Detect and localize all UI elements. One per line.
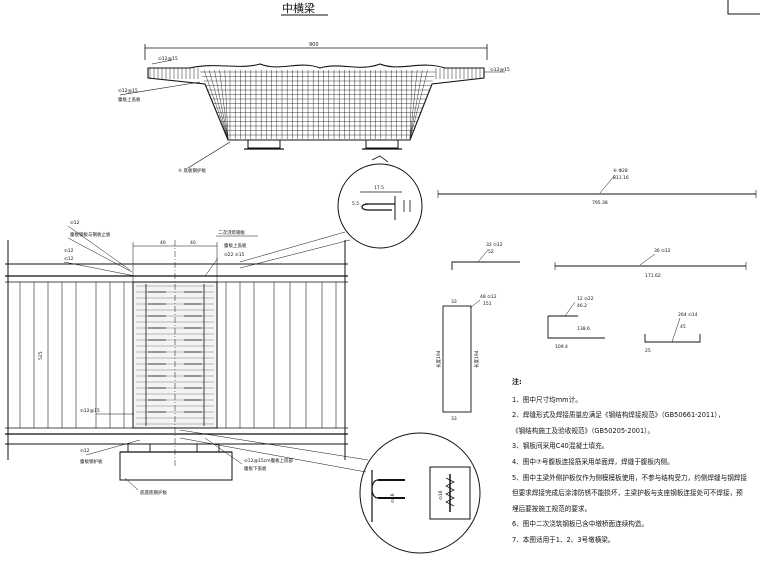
bar4-sub: 151 <box>483 301 492 307</box>
elev-bottom-left-2: 腹板钢护板 <box>80 458 103 465</box>
elev-label-2: 腹板钢板与钢板止板 <box>70 231 111 238</box>
elev-label-4: ⊙12 <box>64 256 74 262</box>
detail-top-dim-a: 17.5 <box>374 185 384 191</box>
pier-cap <box>119 451 233 481</box>
top-section-view: 900 ⊙12@15 ⊙12@15 ⊙12@15 腹板上盖板 ⑤ 底板钢护板 <box>118 42 510 174</box>
rebar-long-bar: ⑥ Φ28 811.16 795.38 <box>437 168 757 206</box>
callout-left-mid: ⊙12@15 <box>118 88 138 94</box>
cross-section-outline <box>147 63 485 141</box>
bar5-dim: 109.4 <box>555 344 568 350</box>
note-item: 1、图中尺寸均mm计。 <box>512 395 582 404</box>
detail-top-dim-b: 5.5 <box>352 201 359 207</box>
bar6-dim: 25 <box>645 348 651 354</box>
web-rebar-vertical <box>409 69 428 140</box>
bar5-label: 12 ⊙22 <box>577 296 594 302</box>
rebar-bar-6: 264 ⊙14 45 25 <box>644 312 701 354</box>
bearing-pad-right <box>365 139 399 149</box>
elev-left-mid: ⊙12@15 <box>80 408 100 414</box>
bar2-sub: 52 <box>488 249 494 255</box>
elev-bottom-label: 底座底钢护板 <box>140 489 167 496</box>
rebar-bar-4: 48 ⊙12 151 33 33 长度194 长度194 <box>435 294 497 422</box>
bar3-sub: 171.62 <box>645 273 661 279</box>
detail-circle-bottom: ⊙16 ⊙16 <box>179 429 481 554</box>
web-rebar-vertical <box>208 69 229 140</box>
bar6-label: 264 ⊙14 <box>678 312 698 318</box>
detail-bottom-dim: ⊙16 <box>390 493 396 503</box>
web-rebar-vertical <box>224 69 229 140</box>
note-item: 埋后要按施工规范的要求。 <box>512 504 592 513</box>
callout-right-top: ⊙12@15 <box>490 67 510 73</box>
bar-long-length: 795.38 <box>592 200 608 206</box>
note-item: 3、钢板间采用C40混凝土填充。 <box>512 442 609 451</box>
rebar-bar-3: 36 ⊙12 171.62 <box>554 248 747 279</box>
detail-circle-top: 17.5 5.5 <box>239 155 423 269</box>
note-item: 5、图中主梁外侧护板仅作为侧模模板使用，不参与结构受力，约侧焊缝与钢焊接 <box>512 473 747 482</box>
note-item: 2、焊缝形式及焊接质量应满足《钢结构焊接规范》（GB50661-2011）， <box>512 411 725 420</box>
callout-left-label: 腹板上盖板 <box>118 96 141 103</box>
bar4-label: 48 ⊙12 <box>480 294 497 300</box>
notes-title: 注: <box>512 378 522 386</box>
elev-label-5: 腹板上盖板 <box>224 242 247 249</box>
bar4-side-a: 长度194 <box>435 350 442 368</box>
rebar-bar-2: 32 ⊙12 52 <box>451 242 520 270</box>
elev-label-3: ⊙12 <box>64 248 74 254</box>
web-rebar-vertical <box>203 69 229 140</box>
elev-label-6: ⊙22 ⊙15 <box>224 252 245 258</box>
elev-label-7: 二次浇筑钢板 <box>218 229 245 236</box>
rebar-bar-5: 12 ⊙22 46.2 138.6 109.4 <box>547 296 605 350</box>
bar5-sub: 46.2 <box>577 303 587 309</box>
bar2-label: 32 ⊙12 <box>486 242 503 248</box>
elev-dim-2: 40 <box>190 240 196 246</box>
bearing-pad-left <box>247 139 281 149</box>
elev-side-dim: 525 <box>38 351 44 360</box>
page-title: 中横梁 <box>282 1 315 15</box>
bar3-label: 36 ⊙12 <box>654 248 671 254</box>
bar-long-label: ⑥ Φ28 <box>613 168 628 174</box>
bar5-sub2: 138.6 <box>577 326 590 332</box>
elev-dim-1: 40 <box>160 240 166 246</box>
note-item: 4、图中⑦号腹板连接筋采用单面焊，焊缝于腹板内侧。 <box>512 457 674 466</box>
bar4-bot: 33 <box>451 416 457 422</box>
web-rebar-vertical <box>214 69 229 140</box>
callout-bottom: ⑤ 底板钢护板 <box>178 167 206 174</box>
elev-bottom-left-1: ⊙12 <box>80 448 90 454</box>
web-rebar-vertical <box>409 69 413 140</box>
web-rebar-vertical <box>409 69 423 140</box>
bar6-sub: 45 <box>680 324 686 330</box>
note-item: 但要求焊接完成后涂漆防锈不能损坏，主梁护板与支座钢板连接处可不焊接，预 <box>512 489 743 498</box>
elev-bottom-mid-1: ⊙12@15cm腹板上底部 <box>244 457 294 464</box>
callout-left-top: ⊙12@15 <box>158 56 178 62</box>
top-dimension: 900 <box>309 42 319 48</box>
note-item: 《钢结构施工及验收规范》（GB50205-2001）。 <box>512 426 655 435</box>
bar4-side-b: 长度194 <box>473 350 480 368</box>
detail-bottom-dim2: ⊙16 <box>438 490 444 500</box>
elev-bottom-mid-2: 腹板下盖板 <box>244 465 267 472</box>
title-block-corner <box>727 0 760 15</box>
bar4-top: 33 <box>451 299 457 305</box>
web-rebar-vertical <box>219 69 229 140</box>
notes-block: 注: 1、图中尺寸均mm计。 2、焊缝形式及焊接质量应满足《钢结构焊接规范》（G… <box>512 375 757 549</box>
elev-label-1: ⊙12 <box>70 220 80 226</box>
web-rebar-vertical <box>409 69 418 140</box>
note-item: 6、图中二次浇筑钢板已含中墩桥面连续构造。 <box>512 520 649 529</box>
note-item: 7、本图适用于1、2、3号墩横梁。 <box>512 535 615 544</box>
elevation-view: 40 40 ⊙12 腹板钢板与钢板止板 ⊙12 ⊙12 二次浇筑钢板 腹板上盖板… <box>5 220 348 496</box>
bar-long-sub: 811.16 <box>613 175 629 181</box>
